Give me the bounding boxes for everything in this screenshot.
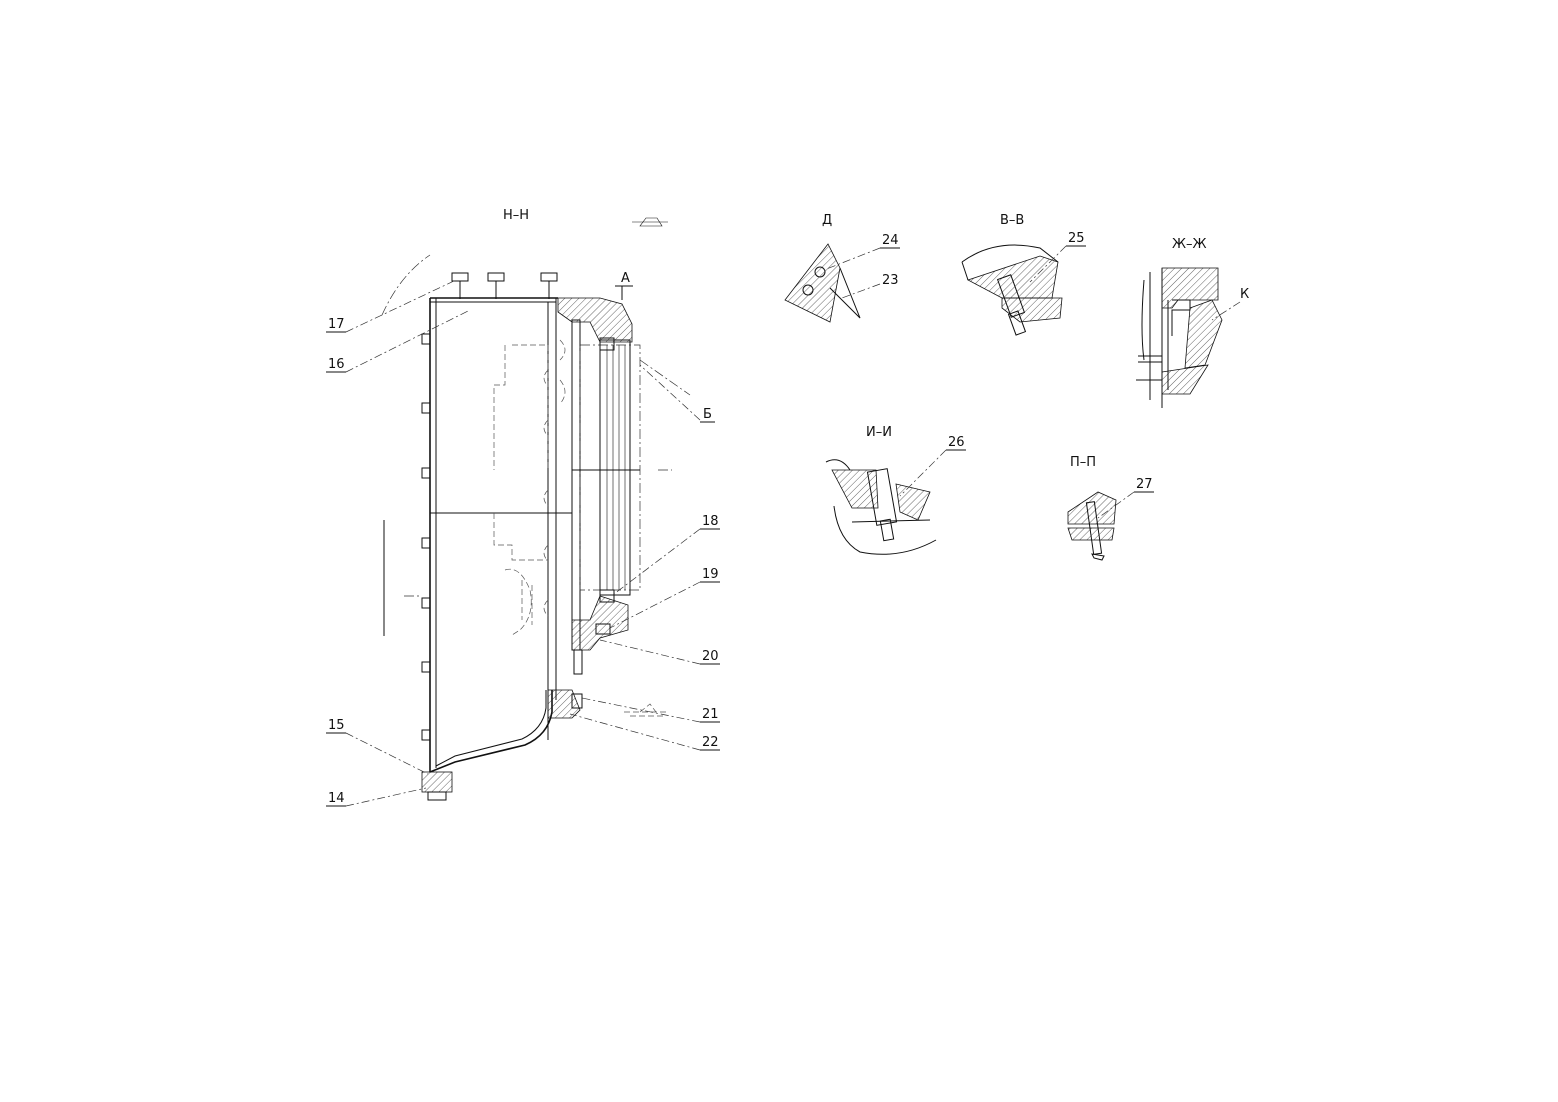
detail-d-view: Д 24 23 <box>784 213 900 323</box>
section-vv-view: В–В 25 <box>961 213 1086 336</box>
view-label-zhzh: Ж–Ж <box>1172 237 1207 252</box>
callout-15: 15 <box>326 718 429 775</box>
callout-27-label: 27 <box>1136 477 1153 492</box>
callout-22: 22 <box>569 713 720 751</box>
section-ii-view: И–И 26 <box>825 425 966 555</box>
view-label-d: Д <box>822 213 832 228</box>
callout-24: 24 <box>823 233 900 271</box>
callout-20: 20 <box>599 639 720 665</box>
callout-25: 25 <box>1029 231 1086 283</box>
callout-17-label: 17 <box>328 317 345 332</box>
callout-18: 18 <box>613 514 720 595</box>
callout-26: 26 <box>899 435 966 497</box>
callout-23: 23 <box>841 273 899 299</box>
callout-16-label: 16 <box>328 357 345 372</box>
callout-24-label: 24 <box>882 233 899 248</box>
left-wall-studs <box>421 333 431 741</box>
phantom-line-b <box>639 359 691 396</box>
callout-21-label: 21 <box>702 707 719 722</box>
callout-b: Б <box>639 364 715 423</box>
view-label-main: Н–Н <box>503 208 529 223</box>
callout-16: 16 <box>326 309 471 373</box>
arrow-a-label: А <box>621 271 630 286</box>
callout-19: 19 <box>609 567 720 629</box>
side-cover-plate <box>547 297 641 719</box>
phantom-part-bottom <box>624 703 668 717</box>
view-label-pp: П–П <box>1070 455 1096 470</box>
callout-15-label: 15 <box>328 718 345 733</box>
callout-27: 27 <box>1097 477 1154 519</box>
callout-k: К <box>1211 287 1249 321</box>
hidden-internal-parts <box>493 339 566 636</box>
callout-21: 21 <box>581 697 720 723</box>
view-symbol <box>632 217 668 227</box>
ref-b-label: Б <box>703 407 712 422</box>
view-label-vv: В–В <box>1000 213 1024 228</box>
view-arrow-a: А <box>615 271 633 300</box>
phantom-line-top <box>381 254 431 316</box>
callout-18-label: 18 <box>702 514 719 529</box>
callout-14-label: 14 <box>328 791 345 806</box>
main-section-view: Н–Н А <box>326 208 720 807</box>
callout-26-label: 26 <box>948 435 965 450</box>
top-bolts <box>451 272 558 299</box>
callout-23-label: 23 <box>882 273 899 288</box>
section-zhzh-view: Ж–Ж К <box>1136 237 1249 408</box>
callout-19-label: 19 <box>702 567 719 582</box>
ref-k-label: К <box>1240 287 1249 302</box>
callout-25-label: 25 <box>1068 231 1085 246</box>
callout-17: 17 <box>326 279 457 333</box>
callout-22-label: 22 <box>702 735 719 750</box>
callout-14: 14 <box>326 787 427 807</box>
view-label-ii: И–И <box>866 425 892 440</box>
callout-20-label: 20 <box>702 649 719 664</box>
drain-plug <box>421 771 453 801</box>
section-pp-view: П–П 27 <box>1067 455 1154 561</box>
